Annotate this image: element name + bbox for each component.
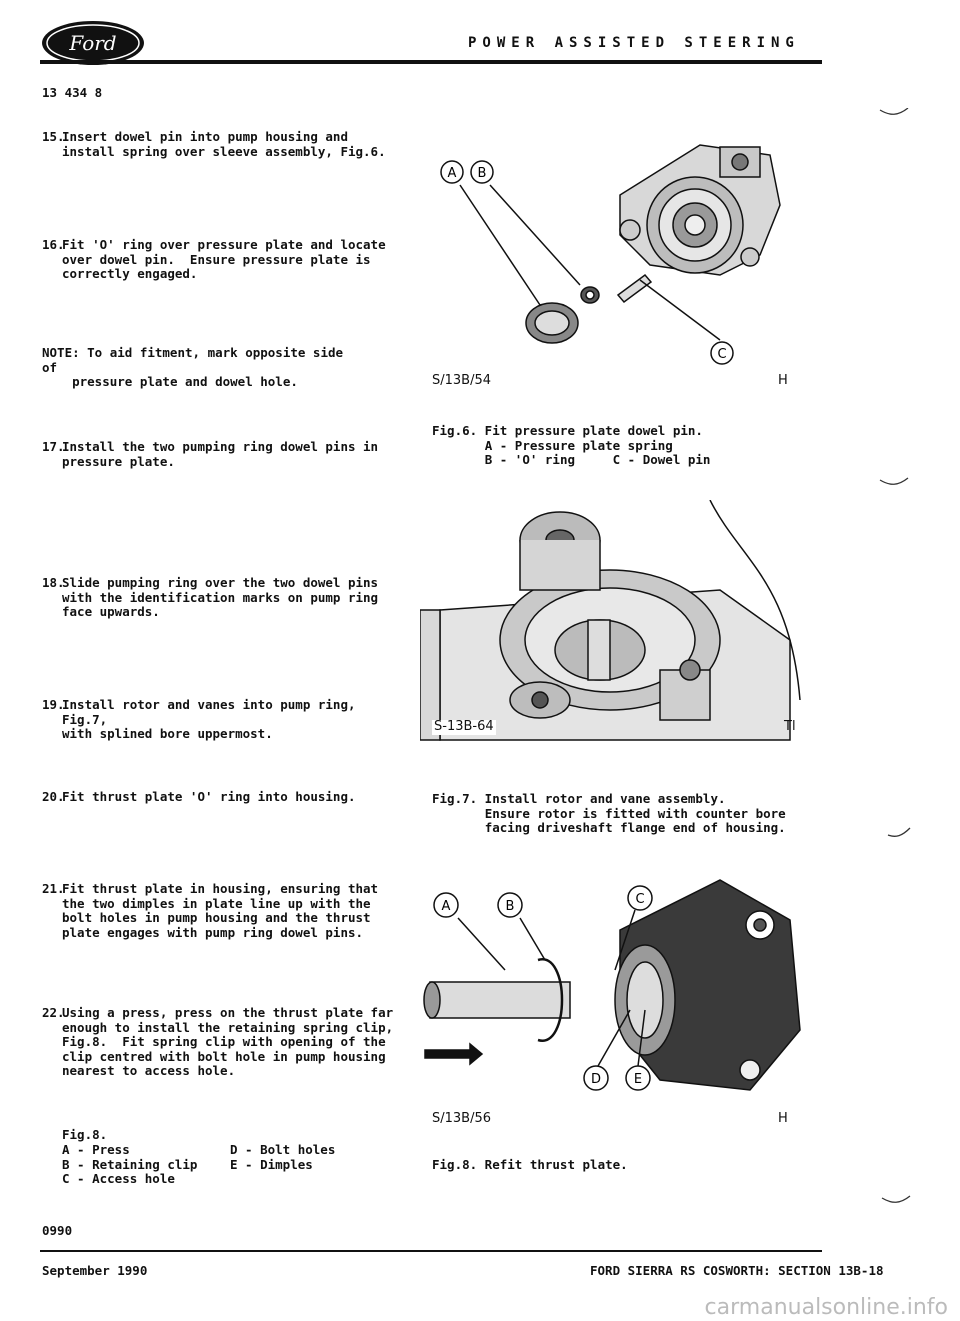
reference-number: 13 434 8: [42, 85, 103, 100]
step-15: 15.Insert dowel pin into pump housing an…: [42, 129, 386, 159]
fig7-illustration: [420, 500, 801, 741]
step-20: 20.Fit thrust plate 'O' ring into housin…: [42, 789, 356, 804]
fig8-corner-mark: H: [778, 1111, 788, 1126]
fig8-legend-right: D - Bolt holes E - Dimples: [230, 1142, 336, 1172]
fig8-legend-left: A - Press B - Retaining clip C - Access …: [62, 1142, 198, 1186]
fig6-callouts: A B C: [440, 160, 734, 365]
ford-logo: Ford: [40, 18, 146, 68]
footer-section: FORD SIERRA RS COSWORTH: SECTION 13B-18: [590, 1263, 884, 1278]
fig6-callout-c: C: [717, 347, 726, 362]
fig7-image-label: S-13B-64: [432, 719, 496, 735]
step-19: 19.Install rotor and vanes into pump rin…: [42, 697, 356, 741]
margin-marks: [879, 108, 911, 1203]
fig7-caption: Fig.7. Install rotor and vane assembly. …: [432, 791, 786, 835]
page-title: POWER ASSISTED STEERING: [468, 35, 800, 51]
watermark: carmanualsonline.info: [704, 1294, 948, 1320]
fig6-callout-b: B: [478, 166, 487, 181]
fig7-corner-mark: Tl: [784, 719, 796, 734]
step-17: 17.Install the two pumping ring dowel pi…: [42, 439, 379, 469]
fig6-caption: Fig.6. Fit pressure plate dowel pin. A -…: [432, 423, 711, 467]
fig8-callout-c: C: [635, 892, 644, 907]
note: NOTE: To aid fitment, mark opposite side…: [42, 345, 344, 389]
fig6-image-label: S/13B/54: [432, 373, 492, 388]
footer-rule: [40, 1250, 822, 1252]
fig8-callout-b: B: [506, 899, 515, 914]
fig8-illustration: A B C D E: [423, 879, 801, 1091]
fig6-callout-a: A: [448, 166, 457, 181]
fig8-callout-a: A: [442, 899, 451, 914]
step-16: 16.Fit 'O' ring over pressure plate and …: [42, 237, 386, 281]
fig8-caption: Fig.8. Refit thrust plate.: [432, 1157, 628, 1172]
fig8-callout-e: E: [634, 1072, 642, 1087]
header-rule: [40, 60, 822, 64]
logo-text: Ford: [68, 31, 116, 55]
step-21: 21.Fit thrust plate in housing, ensuring…: [42, 881, 379, 940]
fig6-illustration: A B C: [440, 144, 781, 365]
fig8-legend-title: Fig.8.: [62, 1127, 108, 1142]
step-22: 22.Using a press, press on the thrust pl…: [42, 1005, 394, 1078]
fig8-callouts: A B C D E: [433, 885, 653, 1091]
fig6-corner-mark: H: [778, 373, 788, 388]
fig8-callout-d: D: [591, 1072, 601, 1087]
page-code: 0990: [42, 1223, 73, 1238]
step-18: 18.Slide pumping ring over the two dowel…: [42, 575, 379, 619]
ford-oval-icon: Ford: [42, 21, 144, 65]
fig8-image-label: S/13B/56: [432, 1111, 492, 1126]
footer-date: September 1990: [42, 1263, 148, 1278]
